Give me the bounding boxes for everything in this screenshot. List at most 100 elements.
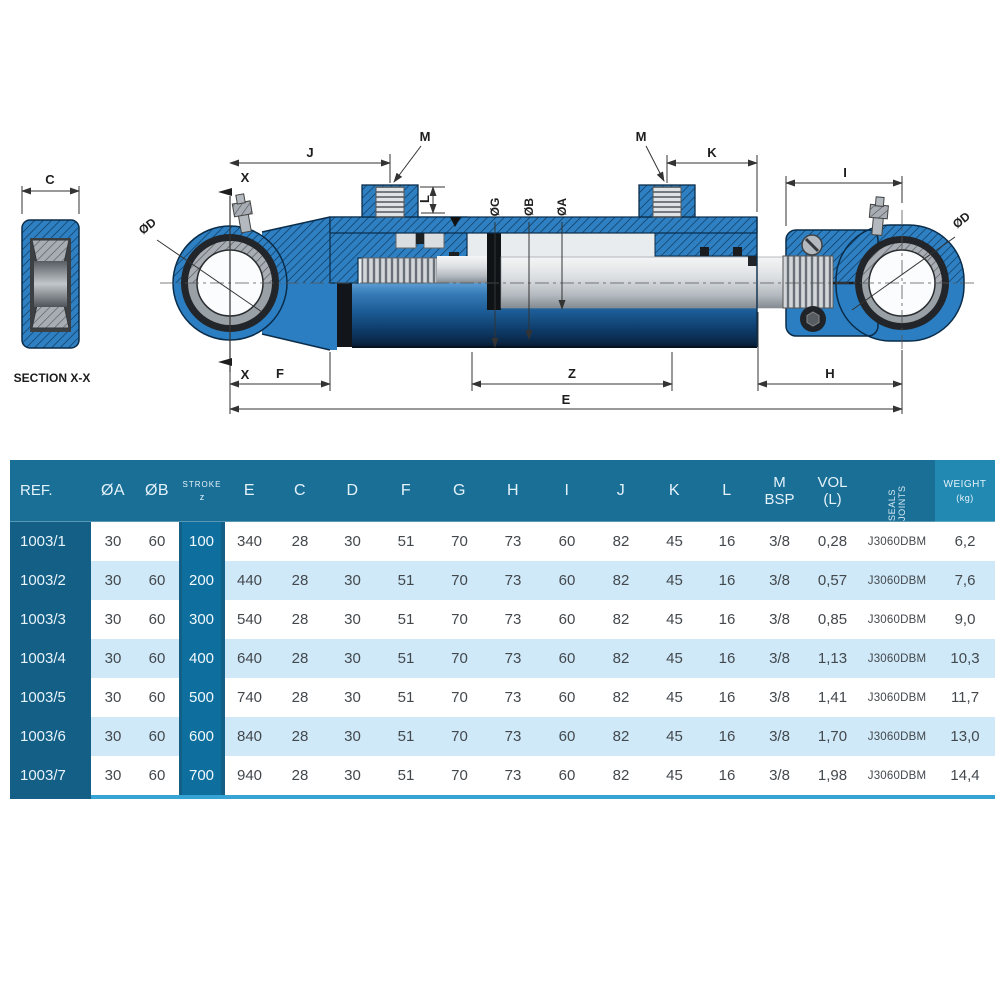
header-weight: WEIGHT (kg) [935,460,995,522]
table-cell: 1,41 [806,678,859,717]
table-cell: 0,57 [806,561,859,600]
table-cell: J3060DBM [859,639,935,678]
header-m-bsp: M BSP [753,460,806,522]
table-cell: 45 [648,756,701,795]
table-cell: 60 [540,522,594,561]
header-j: J [594,460,648,522]
dim-label-e: E [562,392,571,407]
table-cell: 300 [179,600,225,639]
table-cell: 3/8 [753,717,806,756]
ref-cell: 1003/7 [10,756,91,795]
table-cell: 540 [225,600,274,639]
table-cell: 82 [594,639,648,678]
table-cell: 60 [540,756,594,795]
table-cell: 28 [274,561,326,600]
table-cell: 28 [274,639,326,678]
table-cell: 73 [486,678,540,717]
header-k: K [648,460,701,522]
table-header-row: REF. ØA ØB STROKE z E C D F G H I J K L … [10,460,995,522]
table-cell: 100 [179,522,225,561]
header-h: H [486,460,540,522]
table-cell: 340 [225,522,274,561]
table-cell: 16 [701,561,753,600]
table-cell: 9,0 [935,600,995,639]
table-cell: 11,7 [935,678,995,717]
table-cell: 60 [135,561,179,600]
table-cell: 60 [540,678,594,717]
table-bottom-accent [91,795,995,799]
dim-label-dia-a: ØA [555,198,569,216]
ref-cell: 1003/6 [10,717,91,756]
table-cell: 60 [135,639,179,678]
table-cell: 1,70 [806,717,859,756]
header-d: D [326,460,379,522]
table-cell: 82 [594,600,648,639]
technical-drawing: C SECTION X-X [14,129,975,414]
table-cell: 51 [379,678,433,717]
table-cell: 30 [326,678,379,717]
header-dia-b: ØB [135,460,179,522]
table-cell: 30 [91,639,135,678]
table-cell: 70 [433,561,486,600]
table-cell: 60 [135,600,179,639]
dim-label-dia-d-right: ØD [950,209,973,231]
dim-label-m-front: M [636,129,647,144]
table-cell: 45 [648,717,701,756]
table-cell: 30 [326,561,379,600]
table-cell: 45 [648,561,701,600]
table-cell: 7,6 [935,561,995,600]
header-i: I [540,460,594,522]
table-cell: 1,98 [806,756,859,795]
table-cell: 16 [701,522,753,561]
rear-port [361,184,419,218]
table-cell: 82 [594,756,648,795]
table-cell: 60 [540,600,594,639]
header-c: C [274,460,326,522]
header-g: G [433,460,486,522]
table-cell: 30 [91,717,135,756]
table-cell: 60 [135,678,179,717]
table-cell: 30 [326,639,379,678]
table-cell: 73 [486,756,540,795]
table-cell: 73 [486,522,540,561]
table-cell: 30 [91,522,135,561]
table-cell: 0,85 [806,600,859,639]
header-ref: REF. [10,460,91,522]
table-cell: 200 [179,561,225,600]
table-cell: 51 [379,600,433,639]
spec-table: REF. ØA ØB STROKE z E C D F G H I J K L … [10,460,995,799]
table-cell: 16 [701,678,753,717]
table-cell: 60 [135,717,179,756]
table-cell: J3060DBM [859,522,935,561]
table-cell: 28 [274,678,326,717]
table-cell: 940 [225,756,274,795]
dimensions [156,145,975,414]
table-cell: 30 [326,756,379,795]
table-cell: 30 [326,600,379,639]
table-cell: 82 [594,717,648,756]
table-cell: J3060DBM [859,600,935,639]
table-cell: 51 [379,561,433,600]
table-cell: 840 [225,717,274,756]
table-cell: 51 [379,717,433,756]
ref-cell: 1003/1 [10,522,91,561]
front-port [638,184,696,218]
section-title: SECTION X-X [14,371,91,385]
table-cell: 14,4 [935,756,995,795]
table-cell: 28 [274,717,326,756]
table-cell: 70 [433,600,486,639]
dim-label-c: C [45,172,55,187]
ref-cell: 1003/5 [10,678,91,717]
table-cell: 28 [274,756,326,795]
table-cell: 30 [91,600,135,639]
dim-label-i: I [843,165,847,180]
table-cell: 28 [274,522,326,561]
table-cell: 60 [540,717,594,756]
table-cell: 30 [326,717,379,756]
table-cell: 500 [179,678,225,717]
table-cell: 82 [594,561,648,600]
grease-nipple-right [868,196,889,236]
